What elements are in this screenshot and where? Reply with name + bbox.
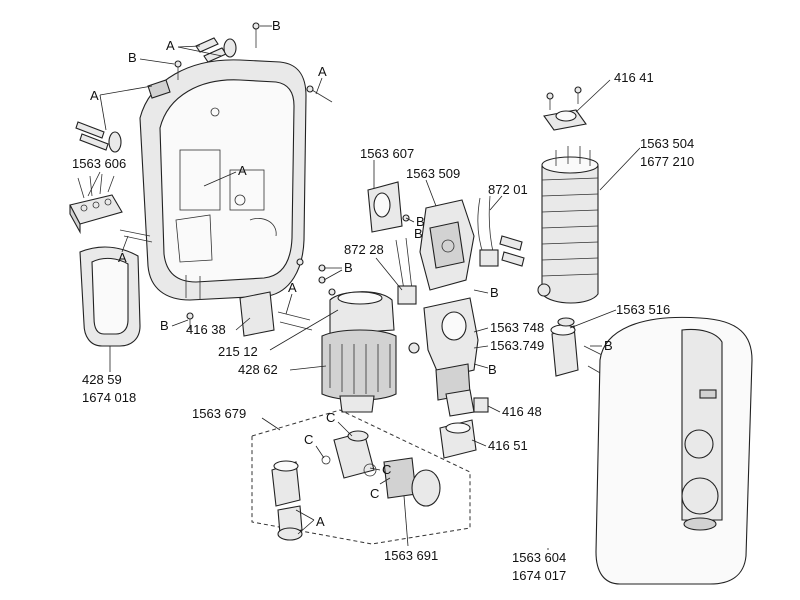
letter-a-top: A: [166, 38, 175, 53]
label-1677-210: 1677 210: [640, 154, 694, 169]
filter-assembly: [251, 409, 471, 545]
label-428-59: 428 59: [82, 372, 122, 387]
screw-right-top: [306, 85, 333, 103]
letter-b-valve-top: B: [490, 285, 499, 300]
letter-b-top-left: B: [128, 50, 137, 65]
letter-a-top-right: A: [318, 64, 327, 79]
heater-can: [537, 146, 599, 304]
outlet-pipe: [550, 317, 605, 377]
letter-a-middle: A: [238, 163, 247, 178]
letter-a-bracket: A: [288, 280, 297, 295]
letter-c-bottom: C: [370, 486, 379, 501]
part-labels: 416 41 1563 504 1677 210 1563 606 1563 6…: [72, 70, 694, 583]
letter-a-left: A: [90, 88, 99, 103]
label-872-28: 872 28: [344, 242, 384, 257]
letter-a-bottom: A: [316, 514, 325, 529]
label-872-01: 872 01: [488, 182, 528, 197]
letter-b-top: B: [272, 18, 281, 33]
solenoid: [439, 419, 477, 459]
backplate: [139, 59, 307, 301]
letter-c-left: C: [304, 432, 313, 447]
wall-plugs-left: [75, 60, 182, 153]
letter-b-bottom-left: B: [160, 318, 169, 333]
leader-lines: [87, 25, 641, 550]
callout-letters: A B B A A A A B B B B A B B B C C C C A: [90, 18, 613, 529]
thermostat: [543, 86, 587, 131]
label-1674-017: 1674 017: [512, 568, 566, 583]
letter-c-mid: C: [382, 462, 391, 477]
letter-b-right: B: [604, 338, 613, 353]
thermal-cutout-cables: [477, 195, 525, 267]
label-1563-679: 1563 679: [192, 406, 246, 421]
letter-b-pcb-2: B: [414, 226, 423, 241]
label-1674-018: 1674 018: [82, 390, 136, 405]
label-1563-604: 1563 604: [512, 550, 566, 565]
label-1563-748: 1563 748: [490, 320, 544, 335]
letter-c-top: C: [326, 410, 335, 425]
pcb-board: [367, 181, 410, 233]
screws-mid: [296, 258, 336, 296]
wall-plugs-top: [195, 22, 260, 63]
label-416-38: 416 38: [186, 322, 226, 337]
label-1563-509: 1563 509: [406, 166, 460, 181]
label-1563-606: 1563 606: [72, 156, 126, 171]
cable-cover: [79, 246, 141, 347]
solenoid-valve-assembly: [408, 297, 489, 417]
label-416-41: 416 41: [614, 70, 654, 85]
label-1563-607: 1563 607: [360, 146, 414, 161]
screw-left-mid: [119, 229, 153, 243]
label-428-62: 428 62: [238, 362, 278, 377]
letter-b-pcb: B: [416, 214, 425, 229]
label-1563-691: 1563 691: [384, 548, 438, 563]
letter-b-mid-1: B: [344, 260, 353, 275]
label-215-12: 215 12: [218, 344, 258, 359]
letter-a-left-mid: A: [118, 250, 127, 265]
letter-b-valve-bottom: B: [488, 362, 497, 377]
label-1563-504: 1563 504: [640, 136, 694, 151]
front-cover: [595, 316, 753, 585]
terminal-block: [69, 173, 123, 235]
label-1563-749: 1563.749: [490, 338, 544, 353]
label-416-48: 416 48: [502, 404, 542, 419]
bracket: [186, 291, 313, 337]
control-module: [395, 199, 475, 305]
label-1563-516: 1563 516: [616, 302, 670, 317]
pump-motor: [321, 291, 397, 413]
label-416-51: 416 51: [488, 438, 528, 453]
